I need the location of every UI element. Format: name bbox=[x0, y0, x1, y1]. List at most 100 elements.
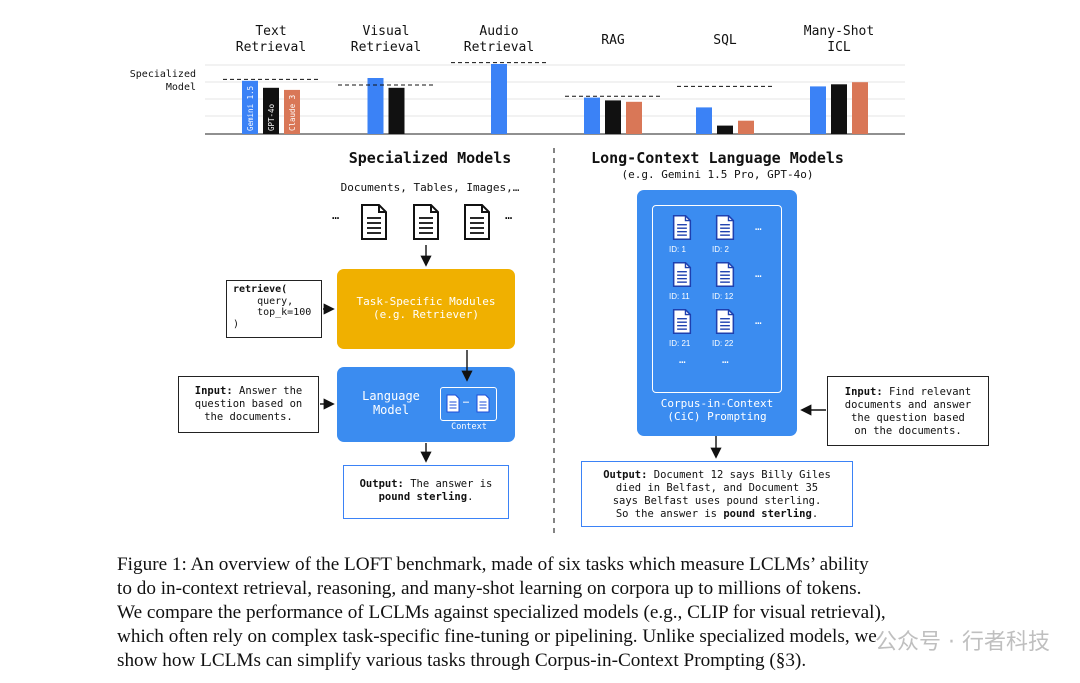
specialized-model-label: Model bbox=[166, 82, 196, 93]
document-icon bbox=[361, 204, 387, 240]
category-label: Many-Shot bbox=[804, 24, 874, 39]
caption-line: show how LCLMs can simplify various task… bbox=[117, 650, 807, 671]
modules-label: Task-Specific Modules bbox=[356, 295, 496, 308]
output-answer: pound sterling bbox=[723, 508, 812, 520]
document-icon bbox=[672, 261, 692, 288]
figure-caption: Figure 1: An overview of the LOFT benchm… bbox=[117, 553, 1017, 673]
category-label: Audio bbox=[479, 24, 518, 39]
category-label: Retrieval bbox=[236, 40, 306, 55]
corpus-ellipsis: … bbox=[722, 353, 729, 366]
language-model-box: Language Model … Context bbox=[337, 367, 515, 442]
category-label: Visual bbox=[363, 24, 410, 39]
lclm-title: Long-Context Language Models bbox=[591, 149, 844, 167]
bar-claude-3 bbox=[852, 82, 868, 134]
document-icon bbox=[672, 308, 692, 335]
doc-id-label: ID: 2 bbox=[712, 245, 729, 254]
document-icon bbox=[446, 394, 460, 413]
doc-id-label: ID: 21 bbox=[669, 339, 691, 348]
docs-ellipsis-right: … bbox=[505, 208, 513, 222]
cic-line: Corpus-in-Context bbox=[660, 397, 774, 410]
output-text: . bbox=[467, 491, 474, 503]
corpus-ellipsis: … bbox=[755, 220, 762, 233]
input-text: question based on bbox=[194, 398, 303, 410]
corpus-ellipsis: … bbox=[755, 267, 762, 280]
modules-sublabel: (e.g. Retriever) bbox=[373, 308, 479, 321]
bar-gemini-1-5 bbox=[696, 107, 712, 134]
right-output-box: Output: Document 12 says Billy Giles die… bbox=[581, 461, 853, 527]
input-bold: Input: bbox=[194, 385, 233, 397]
bar-gpt-4o bbox=[605, 100, 621, 134]
output-text: . bbox=[811, 508, 819, 520]
category-label: Text bbox=[255, 24, 286, 39]
series-legend-label: Gemini 1.5 bbox=[246, 86, 255, 131]
corpus-document: ID: 12 bbox=[712, 261, 741, 301]
input-text: Find relevant bbox=[882, 386, 972, 398]
output-text: So the answer is bbox=[615, 508, 724, 520]
document-icon bbox=[476, 394, 490, 413]
output-bold: Output: bbox=[359, 478, 404, 490]
doc-id-label: ID: 22 bbox=[712, 339, 734, 348]
code-line: query, bbox=[233, 295, 294, 307]
input-text: documents and answer bbox=[844, 399, 972, 411]
bar-gemini-1-5 bbox=[367, 78, 384, 134]
corpus-document: ID: 21 bbox=[669, 308, 698, 348]
output-answer: pound sterling bbox=[378, 491, 468, 503]
input-text: the documents. bbox=[204, 411, 293, 423]
document-icon bbox=[672, 214, 692, 241]
input-text: on the documents. bbox=[854, 425, 962, 437]
bar-gpt-4o bbox=[263, 87, 279, 134]
cic-line: (CiC) Prompting bbox=[667, 410, 767, 423]
corpus-frame bbox=[652, 205, 782, 393]
retrieve-code-box: retrieve( query, top_k=100 ) bbox=[226, 280, 322, 338]
documents-label: Documents, Tables, Images,… bbox=[340, 181, 520, 194]
cic-label: Corpus-in-Context (CiC) Prompting bbox=[637, 397, 797, 423]
task-specific-modules-box: Task-Specific Modules (e.g. Retriever) bbox=[337, 269, 515, 349]
series-legend-label: GPT-4o bbox=[267, 103, 276, 131]
series-legend-label: Claude 3 bbox=[288, 95, 297, 131]
bar-claude-3 bbox=[738, 120, 754, 134]
corpus-ellipsis: … bbox=[679, 353, 686, 366]
code-line: ) bbox=[233, 318, 240, 330]
context-frame: … bbox=[440, 387, 497, 421]
corpus-document: ID: 11 bbox=[669, 261, 698, 301]
lm-line: Language bbox=[362, 389, 420, 403]
document-icon bbox=[715, 261, 735, 288]
left-output-box: Output: The answer is pound sterling. bbox=[343, 465, 509, 519]
lm-line: Model bbox=[372, 403, 410, 417]
context-label: Context bbox=[451, 422, 487, 432]
input-bold: Input: bbox=[844, 386, 883, 398]
specialized-model-label: Specialized bbox=[130, 69, 196, 80]
doc-id-label: ID: 12 bbox=[712, 292, 734, 301]
category-label: Retrieval bbox=[351, 40, 421, 55]
left-arrows bbox=[320, 245, 826, 463]
output-text: died in Belfast, and Document 35 bbox=[615, 482, 819, 494]
category-label: Retrieval bbox=[464, 40, 534, 55]
cic-prompt-box: Corpus-in-Context (CiC) Prompting ID: 1 I… bbox=[637, 190, 797, 436]
caption-line: Figure 1: An overview of the LOFT benchm… bbox=[117, 554, 869, 575]
code-line: retrieve( bbox=[233, 284, 288, 295]
corpus-document: ID: 2 bbox=[712, 214, 741, 254]
language-model-label: Language Model bbox=[351, 389, 431, 417]
section-divider bbox=[553, 148, 555, 535]
doc-id-label: ID: 1 bbox=[669, 245, 686, 254]
bar-gpt-4o bbox=[388, 87, 405, 134]
category-label: RAG bbox=[601, 33, 625, 48]
context-ellipsis: … bbox=[463, 395, 470, 406]
document-icon bbox=[413, 204, 439, 240]
bar-gemini-1-5 bbox=[242, 80, 258, 134]
caption-line: to do in-context retrieval, reasoning, a… bbox=[117, 578, 862, 599]
caption-line: which often rely on complex task-specifi… bbox=[117, 626, 877, 647]
corpus-ellipsis: … bbox=[755, 314, 762, 327]
docs-ellipsis-left: … bbox=[332, 208, 340, 222]
input-text: Answer the bbox=[232, 385, 303, 397]
benchmark-bar-chart: TextRetrievalVisualRetrievalAudioRetriev… bbox=[130, 24, 905, 135]
document-icon bbox=[715, 214, 735, 241]
corpus-document: ID: 22 bbox=[712, 308, 741, 348]
bar-claude-3 bbox=[284, 89, 300, 134]
specialized-models-title: Specialized Models bbox=[348, 149, 512, 167]
doc-id-label: ID: 11 bbox=[669, 292, 690, 301]
document-icon bbox=[715, 308, 735, 335]
input-text: the question based bbox=[851, 412, 965, 424]
bar-gemini-1-5 bbox=[491, 64, 507, 134]
bar-claude-3 bbox=[626, 101, 642, 134]
